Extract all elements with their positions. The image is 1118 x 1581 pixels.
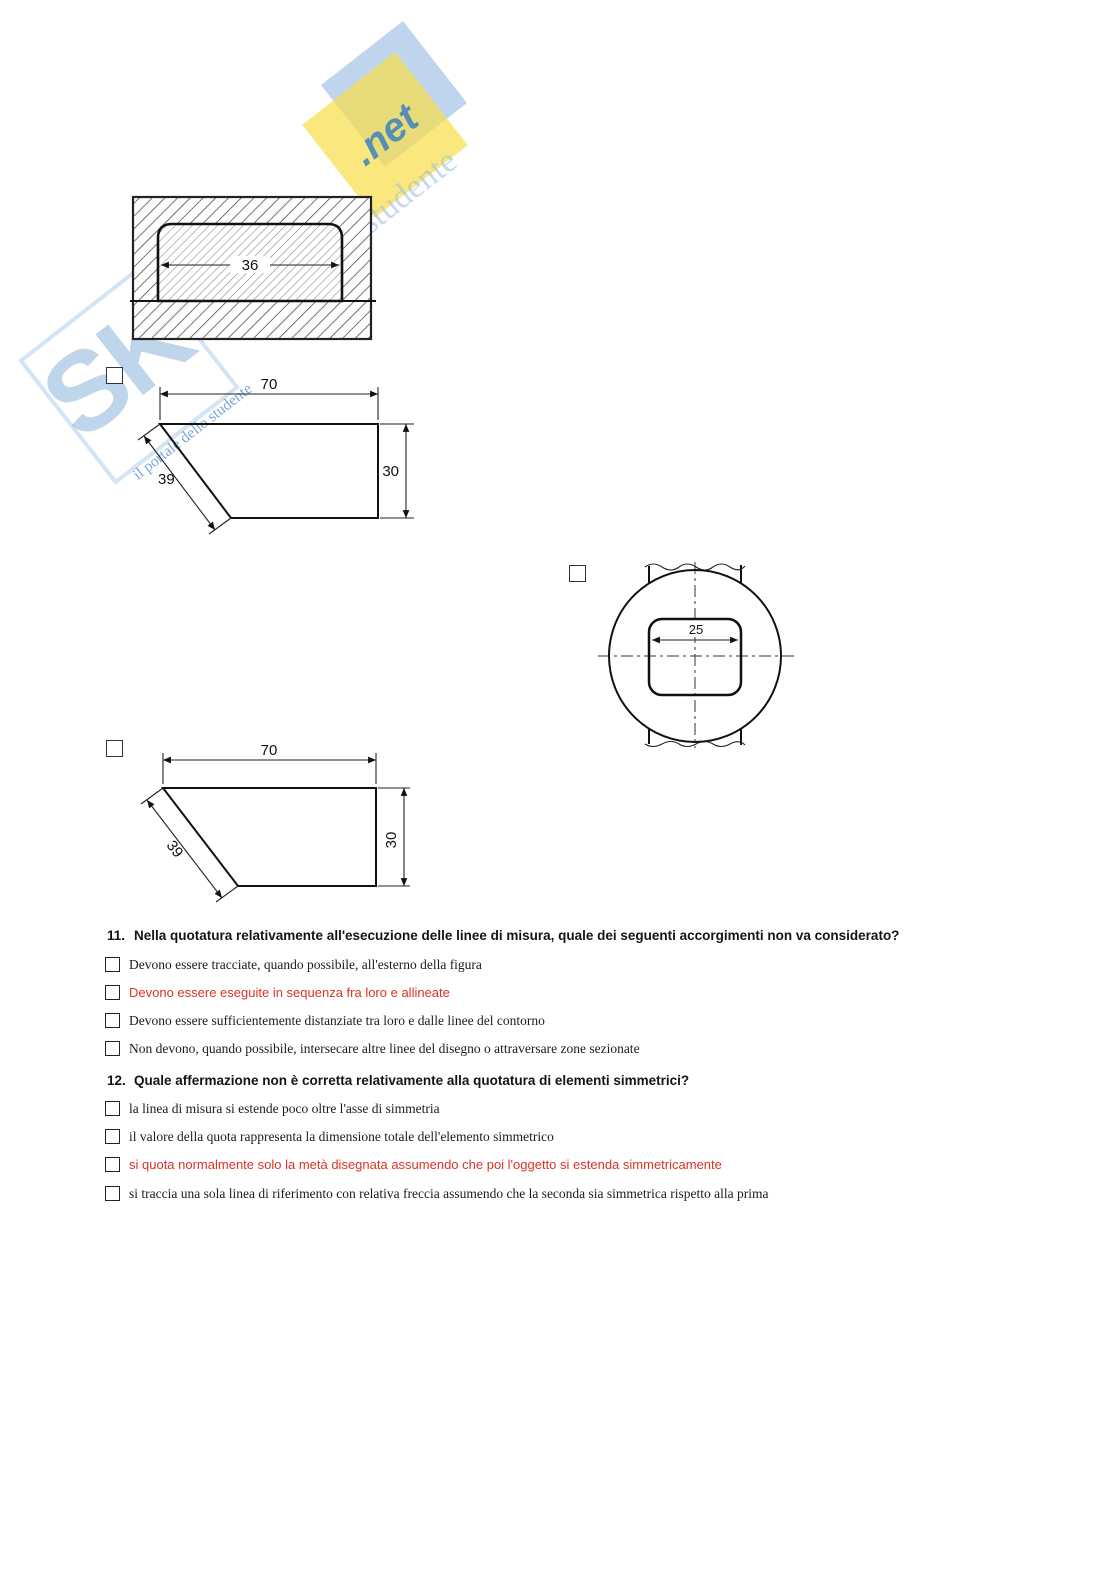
question-12-option-4: si traccia una sola linea di riferimento… — [105, 1185, 1065, 1202]
option-text: Devono essere tracciate, quando possibil… — [129, 957, 482, 972]
option-checkbox[interactable] — [105, 1186, 120, 1201]
option-text: si quota normalmente solo la metà disegn… — [129, 1157, 722, 1172]
question-11-header: 11. Nella quotatura relativamente all'es… — [107, 928, 1047, 943]
figure-hatched-section: 36 — [130, 194, 378, 353]
figure-chamfer-view-large: 70 30 39 — [116, 740, 426, 917]
dim-label-30: 30 — [382, 463, 399, 480]
question-text: Nella quotatura relativamente all'esecuz… — [134, 928, 900, 943]
question-11-option-3: Devono essere sufficientemente distanzia… — [105, 1012, 1065, 1029]
dim-label-70: 70 — [261, 742, 278, 759]
dim-label-39: 39 — [158, 471, 175, 488]
question-12-option-1: la linea di misura si estende poco oltre… — [105, 1100, 1065, 1117]
option-checkbox[interactable] — [105, 957, 120, 972]
option-text: la linea di misura si estende poco oltre… — [129, 1101, 440, 1116]
dim-label-36: 36 — [242, 257, 259, 274]
dim-label-30: 30 — [383, 832, 400, 849]
option-text: il valore della quota rappresenta la dim… — [129, 1129, 554, 1144]
figure-chamfer-view-small: 70 30 39 — [128, 376, 428, 559]
option-checkbox[interactable] — [105, 1101, 120, 1116]
option-checkbox[interactable] — [105, 1041, 120, 1056]
dim-label-25: 25 — [689, 622, 703, 637]
question-11-option-4: Non devono, quando possibile, intersecar… — [105, 1040, 1065, 1057]
question-12-option-3: si quota normalmente solo la metà disegn… — [105, 1156, 1065, 1173]
question-12-header: 12. Quale affermazione non è corretta re… — [107, 1073, 1047, 1088]
option-checkbox[interactable] — [105, 1013, 120, 1028]
watermark-blue-square — [321, 21, 467, 167]
figure-answer-checkbox-3[interactable] — [106, 740, 123, 757]
question-12-option-2: il valore della quota rappresenta la dim… — [105, 1128, 1065, 1145]
dim-label-39: 39 — [163, 837, 187, 861]
question-11-option-2: Devono essere eseguite in sequenza fra l… — [105, 984, 1065, 1001]
question-text: Quale affermazione non è corretta relati… — [134, 1073, 690, 1088]
question-11-option-1: Devono essere tracciate, quando possibil… — [105, 956, 1065, 973]
figure-answer-checkbox-1[interactable] — [106, 367, 123, 384]
option-text: Non devono, quando possibile, intersecar… — [129, 1041, 640, 1056]
option-checkbox[interactable] — [105, 1129, 120, 1144]
option-text: Devono essere eseguite in sequenza fra l… — [129, 985, 450, 1000]
question-number: 11. — [107, 928, 126, 943]
option-text: Devono essere sufficientemente distanzia… — [129, 1013, 545, 1028]
option-checkbox[interactable] — [105, 985, 120, 1000]
watermark-yellow-square: .net — [302, 52, 468, 218]
figure-shaft-section: 25 — [592, 560, 804, 755]
question-number: 12. — [107, 1073, 126, 1088]
watermark-net-label: .net — [343, 95, 427, 174]
option-checkbox[interactable] — [105, 1157, 120, 1172]
figure-answer-checkbox-2[interactable] — [569, 565, 586, 582]
dim-label-70: 70 — [261, 376, 278, 393]
option-text: si traccia una sola linea di riferimento… — [129, 1186, 769, 1201]
